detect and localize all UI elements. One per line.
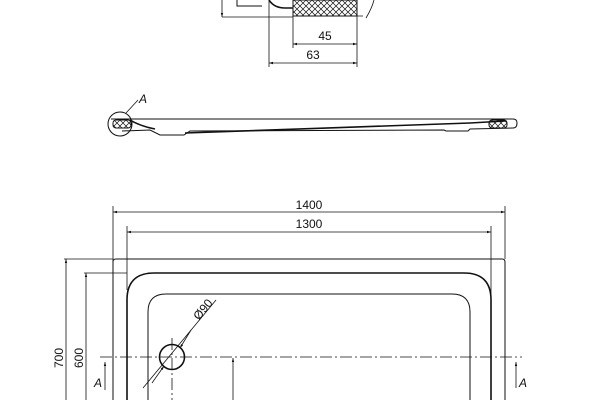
drain-dim-arrow-bottom: [151, 365, 165, 384]
section-mark-right: A: [518, 376, 527, 390]
drain-hole: [158, 343, 186, 371]
detail-callout-circle: [107, 111, 133, 137]
section-view: A: [107, 92, 518, 137]
dim-1400-label: 1400: [296, 198, 323, 212]
drain-dim-line: [142, 299, 217, 389]
dim-700-label: 700: [52, 348, 66, 368]
drain-dim-arrow-top: [179, 329, 192, 349]
section-tray-outline: [111, 118, 518, 136]
tray-inner-rim: [126, 272, 492, 400]
section-seal-right: [488, 119, 508, 129]
dim-63-label: 63: [306, 48, 320, 62]
plan-view: 1400 1300 700 600 Ø90 A A: [52, 198, 527, 400]
section-seal-left: [112, 119, 132, 129]
detail-hatched-seal: [292, 0, 358, 17]
section-mark-left: A: [93, 376, 102, 390]
tray-outer-edge: [112, 258, 506, 400]
dim-45-label: 45: [318, 29, 332, 43]
detail-break-line: [357, 0, 375, 19]
drain-diameter-label: Ø90: [190, 296, 216, 323]
detail-outline: [236, 0, 262, 7]
detail-rim: [268, 0, 293, 9]
detail-view: 45 63: [220, 0, 375, 67]
detail-callout-label: A: [138, 92, 147, 106]
dim-1300-label: 1300: [296, 217, 323, 231]
dim-600-label: 600: [72, 348, 86, 368]
detail-callout-leader: [125, 99, 139, 114]
tray-floor-edge: [147, 293, 471, 400]
